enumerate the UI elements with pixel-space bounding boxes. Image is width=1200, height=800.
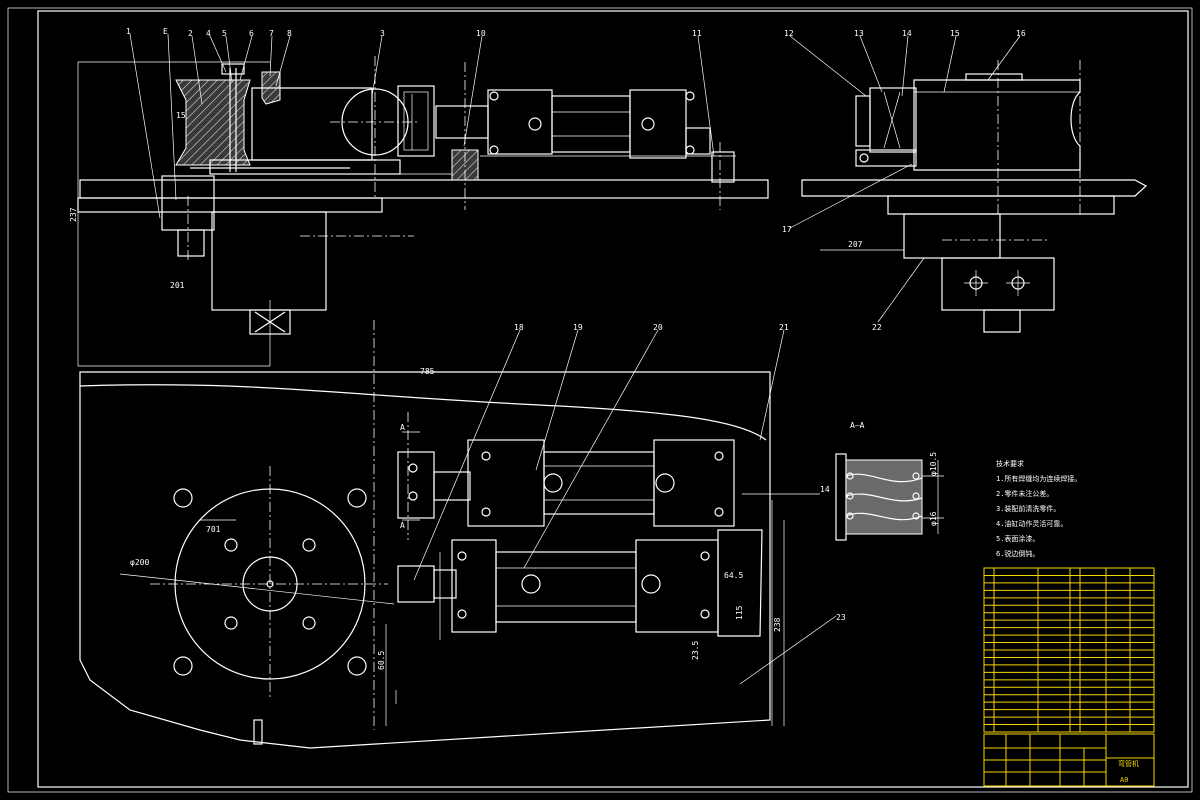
inner-frame	[37, 10, 1189, 788]
side-view	[801, 60, 1148, 333]
balloon-3: 3	[380, 29, 385, 38]
balloon-5: 5	[222, 29, 227, 38]
cut-mark-a-bottom: A	[400, 521, 405, 530]
balloon-14: 14	[902, 29, 912, 38]
dim-phi10-5: φ10.5	[929, 452, 938, 476]
balloon-18: 18	[514, 323, 524, 332]
balloon-8: 8	[287, 29, 292, 38]
dim-115: 115	[735, 605, 744, 620]
dim-14: 14	[820, 485, 830, 494]
leader-lines	[129, 33, 1021, 685]
parts-list	[983, 567, 1155, 733]
balloon-10: 10	[476, 29, 486, 38]
dim-237: 237	[69, 207, 78, 222]
tech-note-1: 1.所有焊缝均为连续焊接。	[996, 474, 1081, 483]
balloon-11: 11	[692, 29, 702, 38]
dim-phi16: φ16	[929, 511, 938, 526]
balloon-15: 15	[950, 29, 960, 38]
tech-note-4: 4.油缸动作灵活可靠。	[996, 519, 1067, 528]
dim-phi200: φ200	[130, 558, 149, 567]
tech-note-3: 3.装配前清洗零件。	[996, 504, 1060, 513]
drawing-name: 弯管机	[1118, 759, 1139, 768]
outer-frame	[7, 7, 1193, 793]
dim-201: 201	[170, 281, 185, 290]
dim-15: 15	[176, 111, 186, 120]
tech-note-2: 2.零件未注公差。	[996, 489, 1053, 498]
dim-701: 701	[206, 525, 221, 534]
front-view	[77, 56, 769, 367]
balloon-12: 12	[784, 29, 794, 38]
balloon-4: 4	[206, 29, 211, 38]
balloon-21: 21	[779, 323, 789, 332]
balloon-2: 2	[188, 29, 193, 38]
dim-238: 238	[773, 617, 782, 632]
dimension-labels: 237 201 207 785 φ200 701 60.5 64.5 115 2…	[69, 111, 938, 670]
balloon-13: 13	[854, 29, 864, 38]
sheet-size-label: A0	[1120, 776, 1128, 784]
balloon-6: 6	[249, 29, 254, 38]
section-title: A—A	[850, 421, 865, 430]
section-a-a	[835, 453, 944, 541]
dim-785: 785	[420, 367, 435, 376]
technical-notes: 技术要求 1.所有焊缝均为连续焊接。 2.零件未注公差。 3.装配前清洗零件。 …	[996, 459, 1081, 558]
balloon-e: E	[163, 27, 168, 36]
balloon-16: 16	[1016, 29, 1026, 38]
balloon-20: 20	[653, 323, 663, 332]
title-block: 弯管机 A0	[983, 733, 1155, 787]
balloon-7: 7	[269, 29, 274, 38]
balloon-1: 1	[126, 27, 131, 36]
tech-notes-heading: 技术要求	[996, 459, 1024, 468]
dim-60-5: 60.5	[377, 651, 386, 670]
balloon-19: 19	[573, 323, 583, 332]
balloon-23: 23	[836, 613, 846, 622]
balloon-labels: 1 E 2 4 5 6 7 8 3 10 11 12 13 14 15 16 1…	[126, 27, 1026, 622]
dim-23-5: 23.5	[691, 641, 700, 660]
tech-note-6: 6.锐边倒钝。	[996, 549, 1039, 558]
dim-64-5: 64.5	[724, 571, 743, 580]
tech-note-5: 5.表面涂漆。	[996, 534, 1039, 543]
plan-view	[79, 320, 820, 749]
balloon-22: 22	[872, 323, 882, 332]
balloon-17: 17	[782, 225, 792, 234]
cut-mark-a-top: A	[400, 423, 405, 432]
dim-207: 207	[848, 240, 863, 249]
